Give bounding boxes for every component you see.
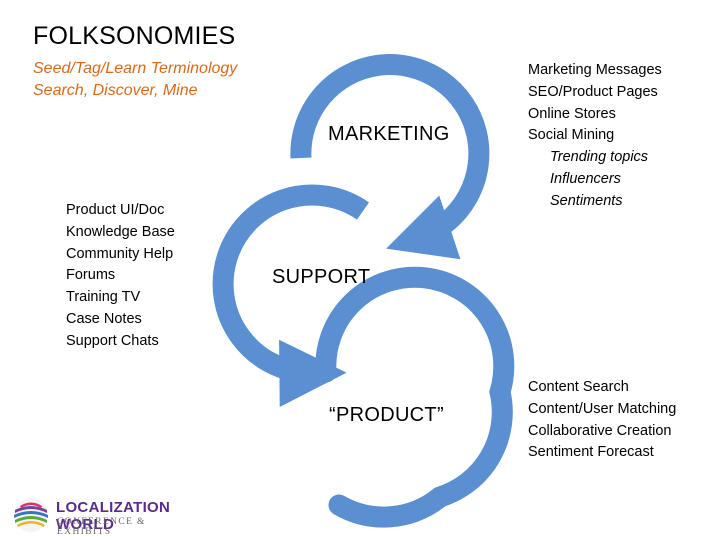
subtitle-search-discover: Search, Discover, Mine: [33, 82, 198, 99]
list-item: Online Stores: [528, 105, 616, 122]
support-label: SUPPORT: [272, 266, 371, 288]
list-subitem: Sentiments: [550, 192, 623, 209]
marketing-loop-arrow: [290, 54, 490, 260]
list-item: Support Chats: [66, 332, 159, 349]
list-subitem: Trending topics: [550, 149, 649, 166]
marketing-list: Marketing Messages SEO/Product Pages Onl…: [528, 60, 662, 213]
list-item: Case Notes: [66, 310, 142, 327]
list-item: Social Mining: [528, 127, 615, 144]
support-list: Product UI/Doc Knowledge Base Community …: [66, 200, 175, 353]
list-item: Content/User Matching: [528, 400, 677, 417]
list-item: Product UI/Doc: [66, 202, 165, 218]
list-subitem: Influencers: [550, 170, 621, 187]
list-item: Knowledge Base: [66, 223, 175, 240]
list-item: Content Search: [528, 379, 629, 395]
marketing-label: MARKETING: [328, 123, 450, 145]
logo-name: LOCALIZATION WORLD: [56, 499, 171, 533]
localization-world-logo: LOCALIZATION WORLD CONFERENCE & EXHIBITS: [10, 495, 190, 537]
subtitle-seed-tag-learn: Seed/Tag/Learn Terminology: [33, 60, 238, 77]
list-item: Community Help: [66, 245, 174, 262]
list-item: SEO/Product Pages: [528, 83, 658, 100]
logo-tagline: CONFERENCE & EXHIBITS: [57, 517, 146, 537]
page-title: FOLKSONOMIES: [33, 22, 236, 50]
product-loop-arrow: [315, 266, 515, 528]
list-item: Sentiment Forecast: [528, 444, 654, 461]
support-loop-arrow: [212, 184, 369, 407]
product-label: “PRODUCT”: [329, 404, 444, 426]
list-item: Training TV: [66, 289, 141, 306]
list-item: Marketing Messages: [528, 62, 662, 78]
product-list: Content Search Content/User Matching Col…: [528, 377, 676, 464]
globe-icon: [14, 498, 48, 532]
list-item: Forums: [66, 267, 116, 284]
list-item: Collaborative Creation: [528, 422, 672, 439]
